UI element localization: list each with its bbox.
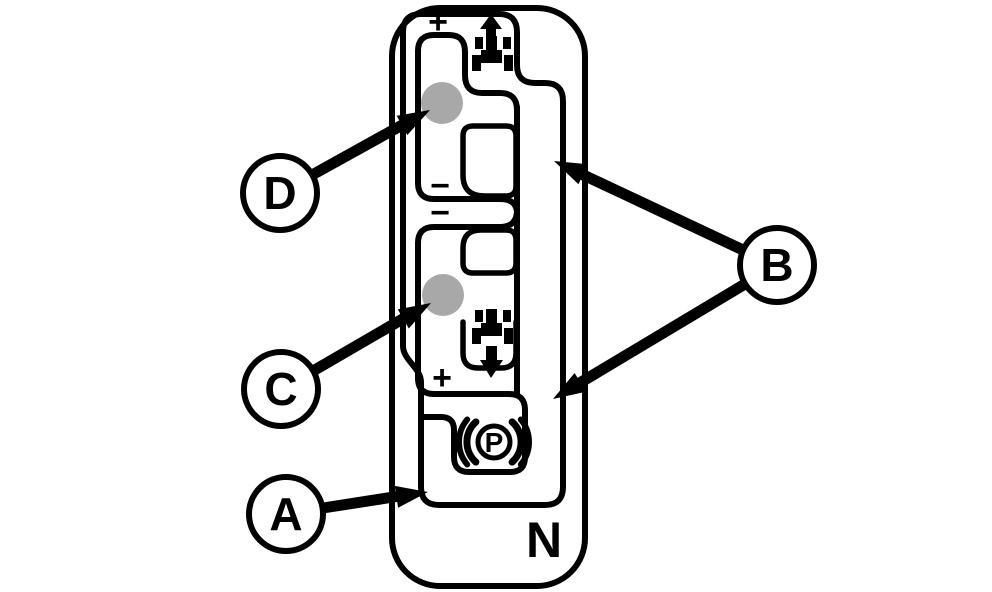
- upper-gate-island: [460, 123, 519, 199]
- park-label: P: [485, 427, 504, 458]
- parking-brake-icon: P: [456, 416, 532, 468]
- callout-d-letter: D: [263, 167, 296, 219]
- callout-a-circle: [246, 474, 326, 554]
- gate-network-outline: [415, 32, 528, 475]
- callout-c-arrowhead: [397, 303, 431, 329]
- shift-slot-outline: [400, 11, 566, 508]
- callout-c-circle: [241, 349, 321, 429]
- callout-b-circle: [737, 225, 817, 305]
- callout-b-lower-arrowhead: [553, 373, 586, 399]
- callout-d: D: [240, 110, 430, 233]
- shift-knob-lower-position: [422, 274, 464, 316]
- callout-c: C: [241, 303, 431, 429]
- tractor-forward-icon: [472, 14, 513, 71]
- callout-d-arrowhead: [396, 110, 430, 136]
- callout-a-arrowhead: [394, 485, 428, 508]
- callout-c-letter: C: [264, 363, 297, 415]
- upper-gate-plus-label: +: [428, 3, 448, 41]
- upper-gate-minus-label: −: [430, 167, 450, 205]
- callout-d-circle: [240, 153, 320, 233]
- lower-gate-island: [460, 227, 519, 276]
- callout-b-upper-arrowhead: [554, 161, 588, 185]
- callout-b: B: [553, 161, 817, 399]
- console-bezel-outline: [389, 5, 588, 589]
- tractor-reverse-icon: [472, 309, 513, 378]
- callout-a: A: [246, 474, 428, 554]
- neutral-label: N: [526, 512, 562, 568]
- callout-a-letter: A: [269, 488, 302, 540]
- lower-gate-minus-label: −: [430, 194, 450, 232]
- shift-knob-upper-position: [421, 82, 463, 124]
- lower-gate-plus-label: +: [432, 359, 452, 397]
- callout-b-letter: B: [760, 239, 793, 291]
